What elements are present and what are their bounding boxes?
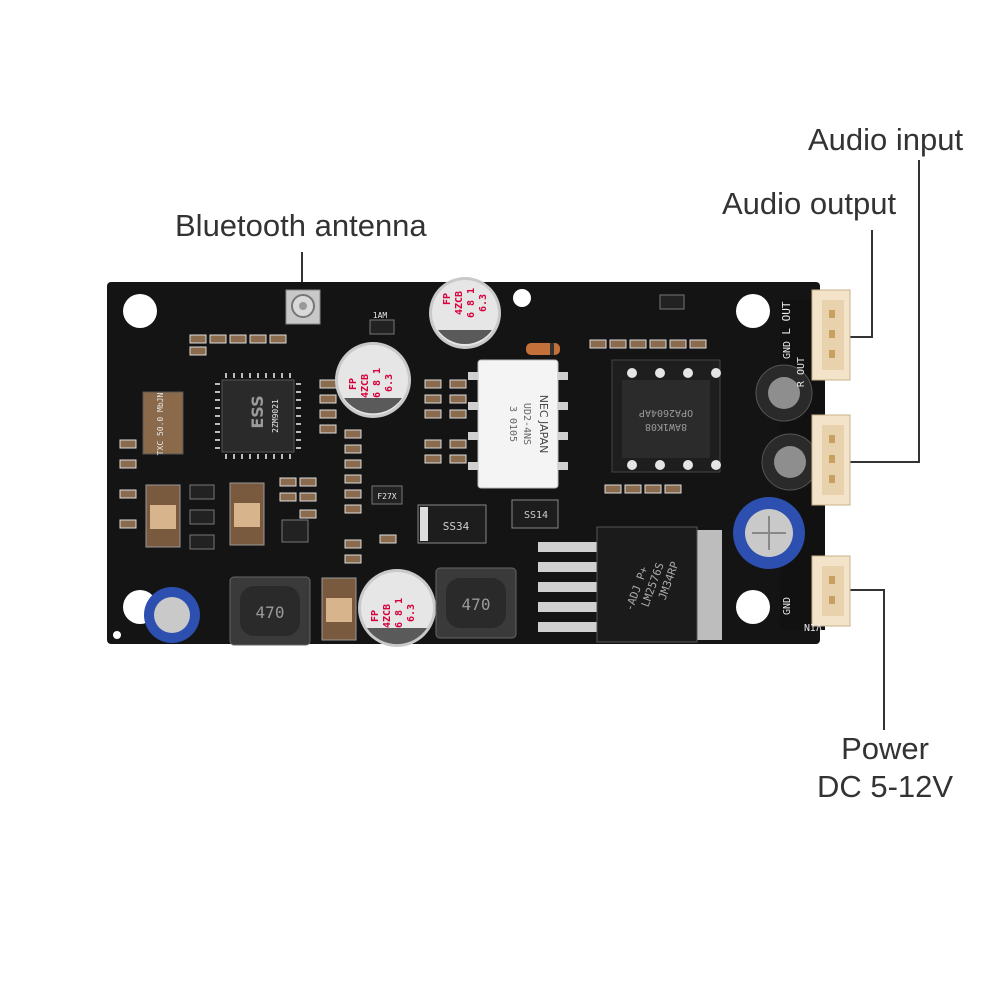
cap2-line2: 4ZCB <box>360 374 371 398</box>
power-label-line1: Power <box>841 731 929 766</box>
diode-2-text: SS14 <box>524 510 548 521</box>
power-label-line2: DC 5-12V <box>816 769 954 804</box>
inductor-1-text: 470 <box>256 603 285 622</box>
cap3-line1: FP <box>370 610 381 622</box>
crystal-oscillator: TXC 50.0 MbJN <box>142 391 184 456</box>
cap1-line3: 6 8 1 <box>466 288 477 318</box>
electrolytic-cap-blue-left <box>144 587 200 643</box>
electrolytic-caps-black <box>755 364 819 491</box>
cap3-line4: 6.3 <box>406 604 417 622</box>
antenna-connector <box>285 289 321 325</box>
inductor-1: 470 <box>229 576 311 646</box>
polymer-cap-3: FP 4ZCB 6 8 1 6.3 <box>358 569 436 647</box>
leader-power <box>850 589 885 730</box>
diode-ss14: SS14 <box>511 499 559 529</box>
polymer-cap-1: FP 4ZCB 6 8 1 6.3 <box>429 277 501 349</box>
diode-1-text: SS34 <box>443 520 470 533</box>
chip-logo: ESS <box>248 395 267 428</box>
relay-text-3: 3 0105 <box>507 406 518 442</box>
relay: NEC JAPAN UD2-4NS 3 0105 <box>468 359 568 489</box>
inductor-2-text: 470 <box>462 595 491 614</box>
silk-l-out: L OUT <box>780 301 793 334</box>
opamp-text-2: 8AW1K08 <box>645 421 687 432</box>
small-code: F27X <box>377 492 396 501</box>
tantalum-caps <box>145 482 357 641</box>
silk-small-code: 1AM <box>373 311 388 320</box>
mount-hole-br <box>736 590 770 624</box>
leader-audio-input <box>850 160 920 463</box>
cap1-line2: 4ZCB <box>454 291 465 315</box>
cap1-line1: FP <box>442 293 453 305</box>
opamp-text-1: OPA2604AP <box>639 407 693 418</box>
mount-hole-tr <box>736 294 770 328</box>
voltage-regulator: JM34RP LM2576S -ADJ P+ <box>538 526 722 643</box>
bluetooth-antenna-label: Bluetooth antenna <box>175 208 427 243</box>
mount-hole-tl <box>123 294 157 328</box>
silk-gnd-2: GND <box>782 597 793 615</box>
smd-components <box>119 334 707 564</box>
relay-text-1: NEC JAPAN <box>537 395 550 454</box>
cap3-line3: 6 8 1 <box>394 598 405 628</box>
cap1-line4: 6.3 <box>478 294 489 312</box>
silk-gnd: GND <box>782 341 793 359</box>
chip-code: 2ZM9021 <box>271 399 280 433</box>
relay-text-2: UD2-4NS <box>521 403 532 445</box>
sot-parts <box>189 294 685 550</box>
leader-audio-output <box>850 230 873 338</box>
cap3-line2: 4ZCB <box>382 604 393 628</box>
audio-input-label: Audio input <box>808 122 964 157</box>
power-label: Power DC 5-12V <box>800 731 970 805</box>
diode-ss34: SS34 <box>417 504 487 544</box>
cap2-line3: 6 8 1 <box>372 368 383 398</box>
leader-lines <box>301 160 920 730</box>
connector-audio-input <box>811 414 851 506</box>
audio-output-label: Audio output <box>722 186 897 221</box>
glass-diode <box>526 343 560 355</box>
cap2-line4: 6.3 <box>384 374 395 392</box>
dac-chip: ESS 2ZM9021 <box>215 373 301 459</box>
connector-audio-output <box>811 289 851 381</box>
opamp: OPA2604AP 8AW1K08 <box>611 359 721 473</box>
polymer-cap-2: FP 4ZCB 6 8 1 6.3 <box>335 342 411 418</box>
inductor-2: 470 <box>435 567 517 639</box>
silk-vin: VIN <box>804 621 822 632</box>
electrolytic-cap-blue-right <box>733 497 805 569</box>
connector-power <box>811 555 851 627</box>
cap2-line1: FP <box>348 378 359 390</box>
crystal-text: TXC 50.0 MbJN <box>156 393 165 456</box>
silk-r-out: R OUT <box>796 357 807 387</box>
